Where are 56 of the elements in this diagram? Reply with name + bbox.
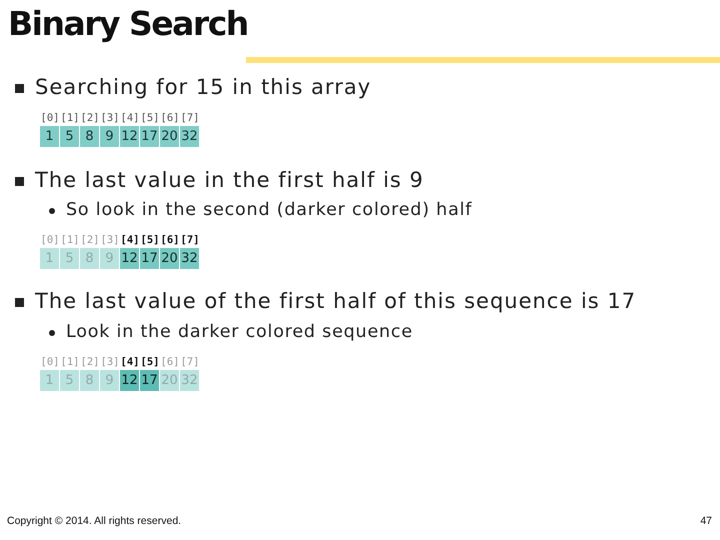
bullet-text: Searching for 15 in this array: [35, 75, 372, 99]
index-label: [7]: [180, 112, 200, 124]
index-label: [0]: [40, 356, 60, 368]
array-cell: 32: [180, 126, 199, 147]
index-label: [6]: [160, 234, 180, 246]
index-label: [5]: [140, 112, 160, 124]
array-cell: 32: [180, 370, 199, 391]
index-label: [0]: [40, 234, 60, 246]
array-cell: 9: [100, 248, 119, 269]
array-cell: 32: [180, 248, 199, 269]
index-label: [5]: [140, 234, 160, 246]
index-label: [1]: [60, 356, 80, 368]
index-label: [4]: [120, 356, 140, 368]
index-label: [2]: [80, 234, 100, 246]
array-cell: 8: [80, 370, 99, 391]
index-label: [7]: [180, 234, 200, 246]
array-cell: 20: [160, 126, 179, 147]
index-label: [2]: [80, 112, 100, 124]
bullet-text: Look in the darker colored sequence: [66, 322, 413, 342]
index-label: [3]: [100, 112, 120, 124]
array-cell: 9: [100, 370, 119, 391]
array-cell: 5: [60, 248, 79, 269]
array-cell: 12: [120, 126, 139, 147]
array-cell: 12: [120, 248, 139, 269]
array-cell: 8: [80, 126, 99, 147]
index-label: [2]: [80, 356, 100, 368]
array-cell: 5: [60, 126, 79, 147]
array-cell: 5: [60, 370, 79, 391]
array-cell: 17: [140, 370, 159, 391]
array-cell: 9: [100, 126, 119, 147]
array-cell: 1: [40, 370, 59, 391]
footer-text: Copyright © 2014. All rights reserved.: [7, 515, 182, 527]
index-label: [6]: [160, 356, 180, 368]
index-label: [3]: [100, 356, 120, 368]
index-label: [0]: [40, 112, 60, 124]
array-cell: 17: [140, 248, 159, 269]
slide-title: Binary Search: [8, 4, 248, 43]
index-label: [6]: [160, 112, 180, 124]
array-cell: 12: [120, 370, 139, 391]
page-number: 47: [700, 515, 712, 527]
bullet-text: The last value of the first half of this sequence is 17: [35, 289, 636, 313]
index-label: [4]: [120, 234, 140, 246]
array-cell: 17: [140, 126, 159, 147]
index-label: [3]: [100, 234, 120, 246]
index-label: [1]: [60, 112, 80, 124]
array-cell: 8: [80, 248, 99, 269]
index-label: [4]: [120, 112, 140, 124]
array-cell: 20: [160, 248, 179, 269]
index-label: [7]: [180, 356, 200, 368]
bullet-text: The last value in the first half is 9: [35, 168, 424, 192]
array-cell: 1: [40, 126, 59, 147]
index-label: [1]: [60, 234, 80, 246]
array-cell: 1: [40, 248, 59, 269]
bullet-text: So look in the second (darker colored) half: [66, 200, 472, 220]
array-cell: 20: [160, 370, 179, 391]
index-label: [5]: [140, 356, 160, 368]
